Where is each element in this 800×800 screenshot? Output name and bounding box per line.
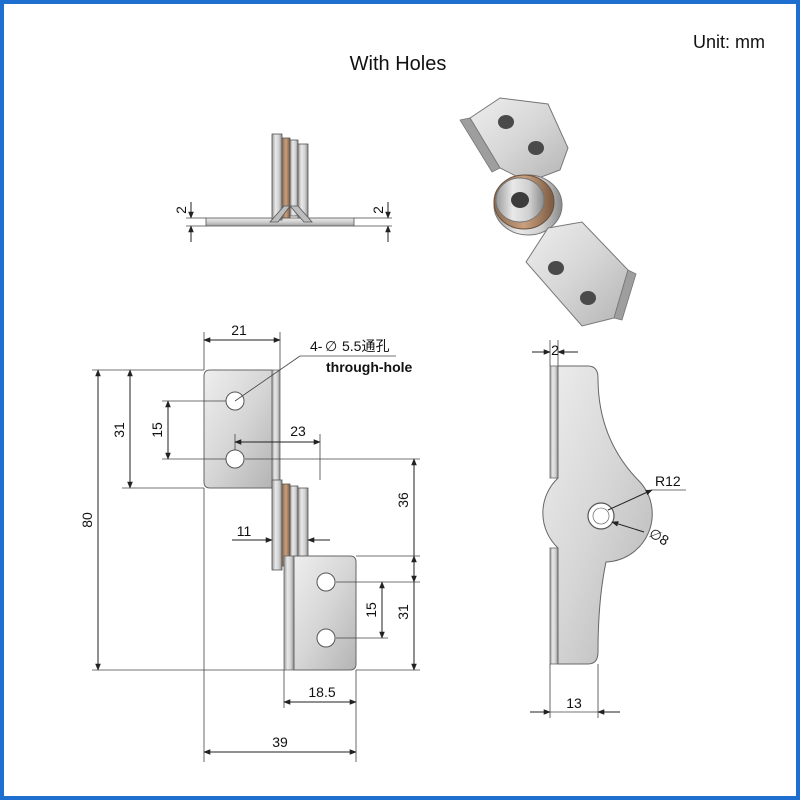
diameter-symbol-icon: ∅ bbox=[325, 338, 337, 354]
dim-offset-23: 23 bbox=[290, 423, 306, 439]
perspective-view bbox=[459, 97, 637, 327]
dim-top-thickness-left: 2 bbox=[173, 206, 189, 214]
dim-offset-11: 11 bbox=[237, 523, 252, 539]
side-view: 2 R12 ∅8 13 bbox=[530, 340, 686, 718]
dim-leaf-height-bottom: 31 bbox=[395, 604, 411, 620]
dim-total-width: 39 bbox=[272, 734, 288, 750]
title: With Holes bbox=[350, 53, 447, 75]
top-view: 2 2 bbox=[173, 133, 392, 242]
dim-radius: R12 bbox=[655, 473, 681, 489]
dim-leaf-height-top: 31 bbox=[111, 422, 127, 438]
front-view: 21 4- ∅ 5.5通孔 through-hole 15 31 80 23 bbox=[79, 322, 420, 762]
dim-total-height: 80 bbox=[79, 512, 95, 528]
hole-note-through: through-hole bbox=[326, 359, 413, 375]
dim-side-thickness: 2 bbox=[551, 342, 559, 358]
dim-hole-pitch-bottom: 15 bbox=[363, 602, 379, 618]
dim-leaf-offset-36: 36 bbox=[395, 492, 411, 508]
hole-note-prefix: 4- bbox=[310, 338, 323, 354]
dim-width-21: 21 bbox=[231, 322, 247, 338]
dim-hole-pitch-top: 15 bbox=[149, 422, 165, 438]
dim-width-18-5: 18.5 bbox=[308, 684, 335, 700]
unit-label: Unit: mm bbox=[693, 32, 765, 52]
hole-note-size: 5.5通孔 bbox=[342, 338, 389, 354]
dim-top-thickness-right: 2 bbox=[370, 206, 386, 214]
dim-side-width: 13 bbox=[566, 695, 582, 711]
